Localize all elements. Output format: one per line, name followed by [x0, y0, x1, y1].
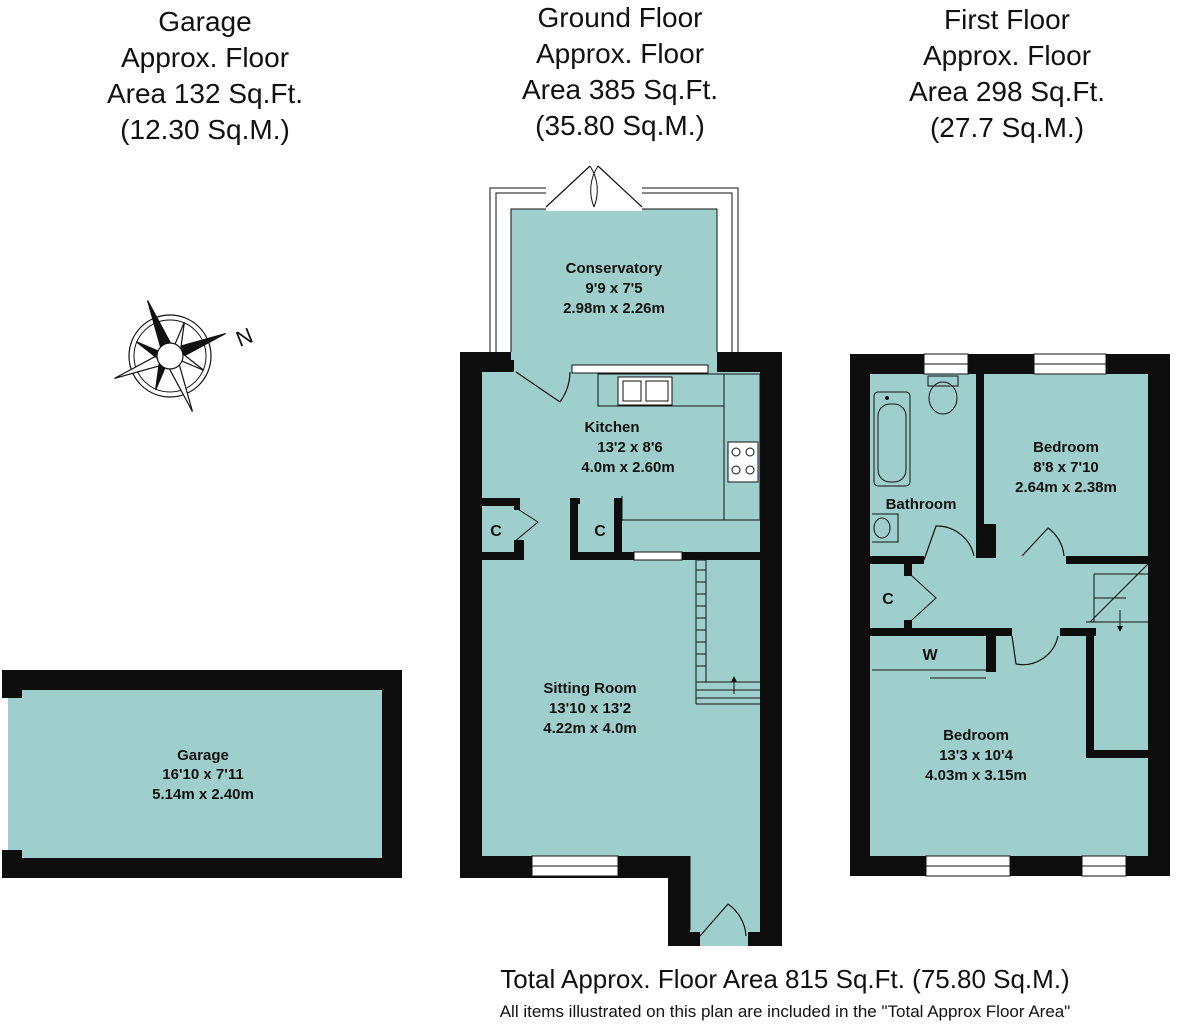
conservatory-room-dims-metric: 2.98m x 2.26m: [563, 300, 665, 317]
garage-header-line: (12.30 Sq.M.): [120, 114, 290, 145]
bedroom1-room-dims-imperial: 8'8 x 7'10: [1033, 459, 1099, 476]
garage-floor-header: Garage Approx. Floor Area 132 Sq.Ft. (12…: [60, 4, 350, 148]
total-floor-area: Total Approx. Floor Area 815 Sq.Ft. (75.…: [500, 964, 1070, 994]
cupboard-label: C: [594, 523, 606, 540]
first-header-line: Area 298 Sq.Ft.: [908, 76, 1106, 107]
compass-icon: N: [114, 300, 256, 412]
bedroom1-room-dims-metric: 2.64m x 2.38m: [1015, 479, 1117, 496]
ground-header-line: (35.80 Sq.M.): [535, 110, 705, 141]
bedroom2-room-dims-imperial: 13'3 x 10'4: [939, 747, 1014, 764]
garage-header-line: Area 132 Sq.Ft.: [106, 78, 304, 109]
kitchen-room-name: Kitchen: [584, 419, 639, 436]
ground-floor-header: Ground Floor Approx. Floor Area 385 Sq.F…: [475, 0, 765, 144]
cupboard-label: C: [882, 591, 894, 608]
garage-room-name: Garage: [177, 747, 229, 764]
sitting-room-name: Sitting Room: [543, 680, 636, 697]
bedroom2-room-dims-metric: 4.03m x 3.15m: [925, 767, 1027, 784]
garage-header-line: Garage: [158, 6, 252, 37]
first-header-line: (27.7 Sq.M.): [929, 112, 1085, 143]
first-header-line: First Floor: [944, 4, 1070, 35]
ground-floor-plan: C C Conservatory 9'9 x 7'5 2.98m x 2.26m…: [460, 165, 782, 946]
conservatory-room-dims-imperial: 9'9 x 7'5: [585, 280, 642, 297]
bathroom-room-name: Bathroom: [886, 496, 957, 513]
ground-header-line: Ground Floor: [537, 2, 703, 33]
kitchen-room-dims-imperial: 13'2 x 8'6: [597, 439, 663, 456]
floor-area-note: All items illustrated on this plan are i…: [499, 1002, 1071, 1021]
first-floor-header: First Floor Approx. Floor Area 298 Sq.Ft…: [862, 2, 1152, 146]
first-header-line: Approx. Floor: [922, 40, 1092, 71]
wardrobe-label: W: [922, 647, 938, 664]
garage-room-dims-imperial: 16'10 x 7'11: [162, 766, 243, 783]
ground-header-line: Area 385 Sq.Ft.: [521, 74, 719, 105]
sitting-room-dims-imperial: 13'10 x 13'2: [549, 700, 631, 717]
kitchen-room-dims-metric: 4.0m x 2.60m: [581, 459, 674, 476]
garage-room-dims-metric: 5.14m x 2.40m: [152, 786, 254, 803]
sitting-room-dims-metric: 4.22m x 4.0m: [543, 720, 636, 737]
garage-plan: Garage 16'10 x 7'11 5.14m x 2.40m: [2, 670, 402, 878]
garage-header-line: Approx. Floor: [120, 42, 290, 73]
bedroom1-room-name: Bedroom: [1033, 439, 1099, 456]
ground-header-line: Approx. Floor: [535, 38, 705, 69]
cupboard-label: C: [490, 523, 502, 540]
first-floor-plan: C W Bedroom 8'8 x 7'10 2.64m x 2.38m Bat…: [850, 353, 1170, 877]
conservatory-room-name: Conservatory: [566, 260, 663, 277]
bedroom2-room-name: Bedroom: [943, 727, 1009, 744]
compass-north-label: N: [232, 323, 256, 352]
